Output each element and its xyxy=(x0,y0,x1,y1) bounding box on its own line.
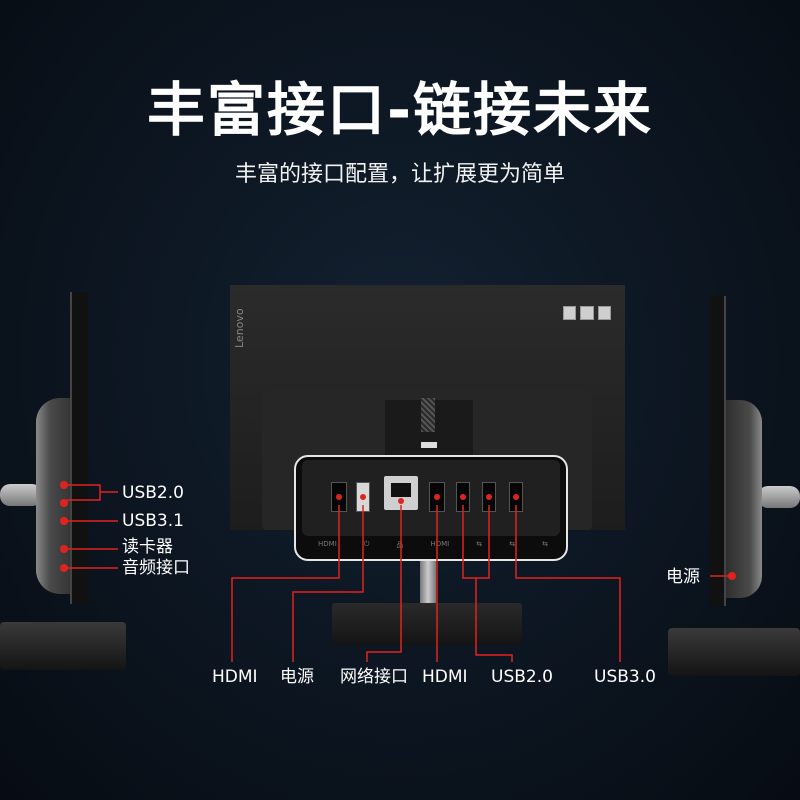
hdmi-port-2 xyxy=(429,482,445,512)
label-network: 网络接口 xyxy=(340,667,408,687)
line-network xyxy=(366,505,402,662)
left-usb20-port-1 xyxy=(60,481,68,489)
usb-icon: ⇆ xyxy=(542,540,548,548)
right-side-screen xyxy=(710,296,726,606)
line-power xyxy=(292,505,364,662)
line-hdmi1 xyxy=(231,505,340,662)
ethernet-port xyxy=(384,476,418,510)
left-card-reader-slot xyxy=(60,545,68,553)
usb-icon: ⇆ xyxy=(509,540,516,548)
label-power: 电源 xyxy=(280,667,314,687)
line-left-usb20 xyxy=(66,484,101,501)
left-stand-arm xyxy=(0,484,42,506)
label-left-card-reader: 读卡器 xyxy=(122,537,173,557)
power-icon: ⏻ xyxy=(363,540,370,548)
right-stand-arm xyxy=(758,486,800,508)
stand-base xyxy=(332,603,522,645)
right-side-body xyxy=(722,400,762,598)
line-usb30 xyxy=(515,505,621,662)
network-icon: 品 xyxy=(396,541,404,549)
label-hdmi-1: HDMI xyxy=(212,667,258,687)
usb-icon: ⇆ xyxy=(476,540,483,548)
line-usb20 xyxy=(475,578,513,662)
certification-stickers xyxy=(563,306,611,320)
label-left-audio: 音频接口 xyxy=(122,558,190,578)
label-hdmi-2: HDMI xyxy=(422,667,468,687)
label-left-usb31: USB3.1 xyxy=(122,511,184,531)
stand-mesh xyxy=(421,398,435,432)
line-usb20-bracket xyxy=(462,505,490,579)
label-right-power: 电源 xyxy=(666,567,700,587)
right-stand-base xyxy=(668,628,800,676)
left-side-screen xyxy=(70,292,88,604)
page-subtitle: 丰富的接口配置，让扩展更为简单 xyxy=(234,162,565,187)
port-icon-row: HDMI ⏻ 品 HDMI ⇆ ⇆ ⇆ xyxy=(318,540,548,550)
page-title: 丰富接口-链接未来 xyxy=(146,76,654,144)
label-usb20: USB2.0 xyxy=(491,667,553,687)
label-usb30: USB3.0 xyxy=(594,667,656,687)
left-usb20-port-2 xyxy=(60,499,68,507)
left-stand-base xyxy=(0,622,126,670)
label-left-usb20: USB2.0 xyxy=(122,483,184,503)
port-icon-label: HDMI xyxy=(430,540,450,548)
left-audio-port xyxy=(60,564,68,572)
stand-latch xyxy=(421,442,437,448)
left-usb31-port xyxy=(60,517,68,525)
port-icon-label: HDMI xyxy=(318,540,337,548)
usb20-port-2 xyxy=(482,482,496,512)
